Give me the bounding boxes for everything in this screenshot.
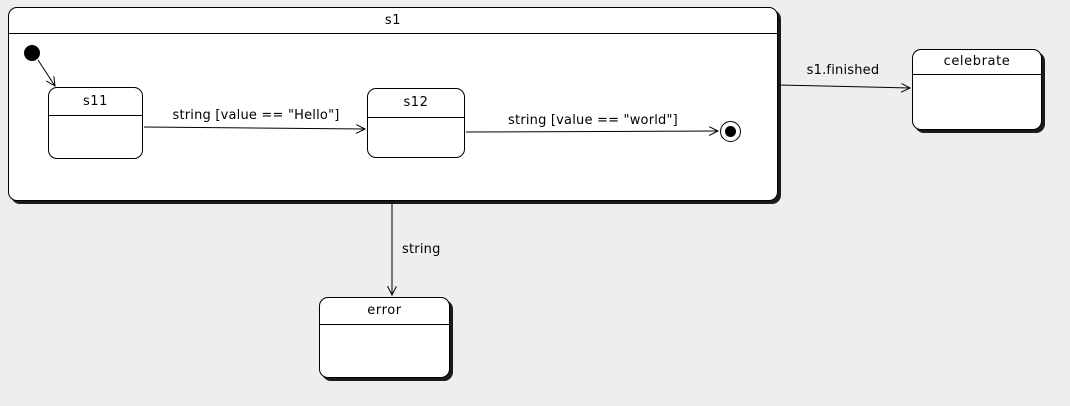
transition-s12-to-final [465,131,718,132]
state-error[interactable]: error [319,297,450,378]
state-s12[interactable]: s12 [367,88,465,158]
transition-label-string-world: string [value == "world"] [508,113,678,128]
initial-state-marker[interactable] [24,45,40,61]
state-s12-title: s12 [368,89,464,118]
transition-s1-to-celebrate [778,85,910,88]
transition-initial-to-s11 [37,59,55,86]
state-error-title: error [320,298,449,325]
state-celebrate[interactable]: celebrate [912,49,1042,130]
transition-label-string-error: string [402,242,441,257]
state-s11[interactable]: s11 [48,87,143,159]
state-celebrate-title: celebrate [913,50,1041,75]
state-s11-title: s11 [49,88,142,116]
transition-s11-to-s12 [143,127,365,129]
transition-label-s1-finished: s1.finished [806,63,880,78]
transition-label-string-hello: string [value == "Hello"] [172,108,340,123]
state-s1-title: s1 [9,8,777,34]
final-state-dot [725,126,736,137]
final-state-marker[interactable] [720,121,741,142]
